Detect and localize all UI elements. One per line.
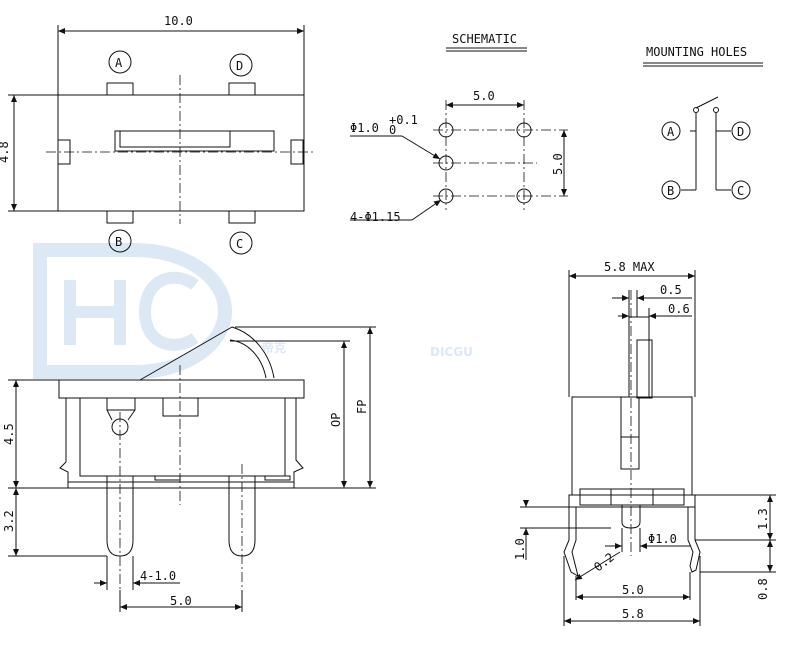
mounting-terminal-a: A — [667, 125, 675, 139]
side-base-width-dim: 5.8 — [622, 607, 644, 621]
side-1-3-dim: 1.3 — [756, 508, 770, 530]
top-view — [8, 25, 316, 255]
side-radius-dim: 0.2 — [591, 550, 617, 574]
side-1-0-dim: 1.0 — [513, 538, 527, 560]
top-height-dim: 4.8 — [0, 141, 11, 163]
side-pin-pitch-dim: 5.0 — [622, 583, 644, 597]
side-0-8-dim: 0.8 — [756, 578, 770, 600]
front-pin-length-dim: 3.2 — [2, 510, 16, 532]
schematic-pitch-h: 5.0 — [473, 89, 495, 103]
side-hole-dia-dim: Φ1.0 — [648, 532, 677, 546]
side-lever-w2-dim: 0.6 — [668, 302, 690, 316]
top-width-dim: 10.0 — [164, 14, 193, 28]
front-fp-label: FP — [355, 400, 369, 414]
side-lever-w1-dim: 0.5 — [660, 283, 682, 297]
watermark-en: DICGU — [430, 345, 473, 359]
front-view — [8, 326, 376, 612]
front-pin-pitch-dim: 5.0 — [170, 594, 192, 608]
mounting-terminal-c: C — [737, 184, 744, 198]
schematic-hole-tol-lower: 0 — [389, 123, 396, 137]
schematic-hole-tol-upper: +0.1 — [389, 113, 418, 127]
schematic-hole-layout — [350, 47, 568, 221]
top-terminal-d: D — [236, 59, 243, 73]
schematic-pitch-v: 5.0 — [551, 153, 565, 175]
watermark-cn: 帝克 — [262, 340, 286, 355]
mounting-title: MOUNTING HOLES — [646, 45, 747, 59]
front-pin-dia-dim: 4-1.0 — [140, 569, 176, 583]
top-terminal-a: A — [115, 56, 123, 70]
schematic-title: SCHEMATIC — [452, 32, 517, 46]
schematic-hole-label: Φ1.0 — [350, 121, 379, 135]
front-height-dim: 4.5 — [2, 423, 16, 445]
side-max-width-dim: 5.8 MAX — [604, 260, 655, 274]
watermark-logo — [33, 243, 233, 379]
top-terminal-b: B — [115, 235, 122, 249]
front-op-label: OP — [329, 413, 343, 427]
schematic-hole-4: 4-Φ1.15 — [350, 210, 401, 224]
side-view — [520, 270, 776, 626]
top-terminal-c: C — [236, 237, 243, 251]
mounting-terminal-b: B — [667, 184, 674, 198]
mounting-holes-circuit — [643, 62, 763, 200]
mounting-terminal-d: D — [737, 125, 744, 139]
